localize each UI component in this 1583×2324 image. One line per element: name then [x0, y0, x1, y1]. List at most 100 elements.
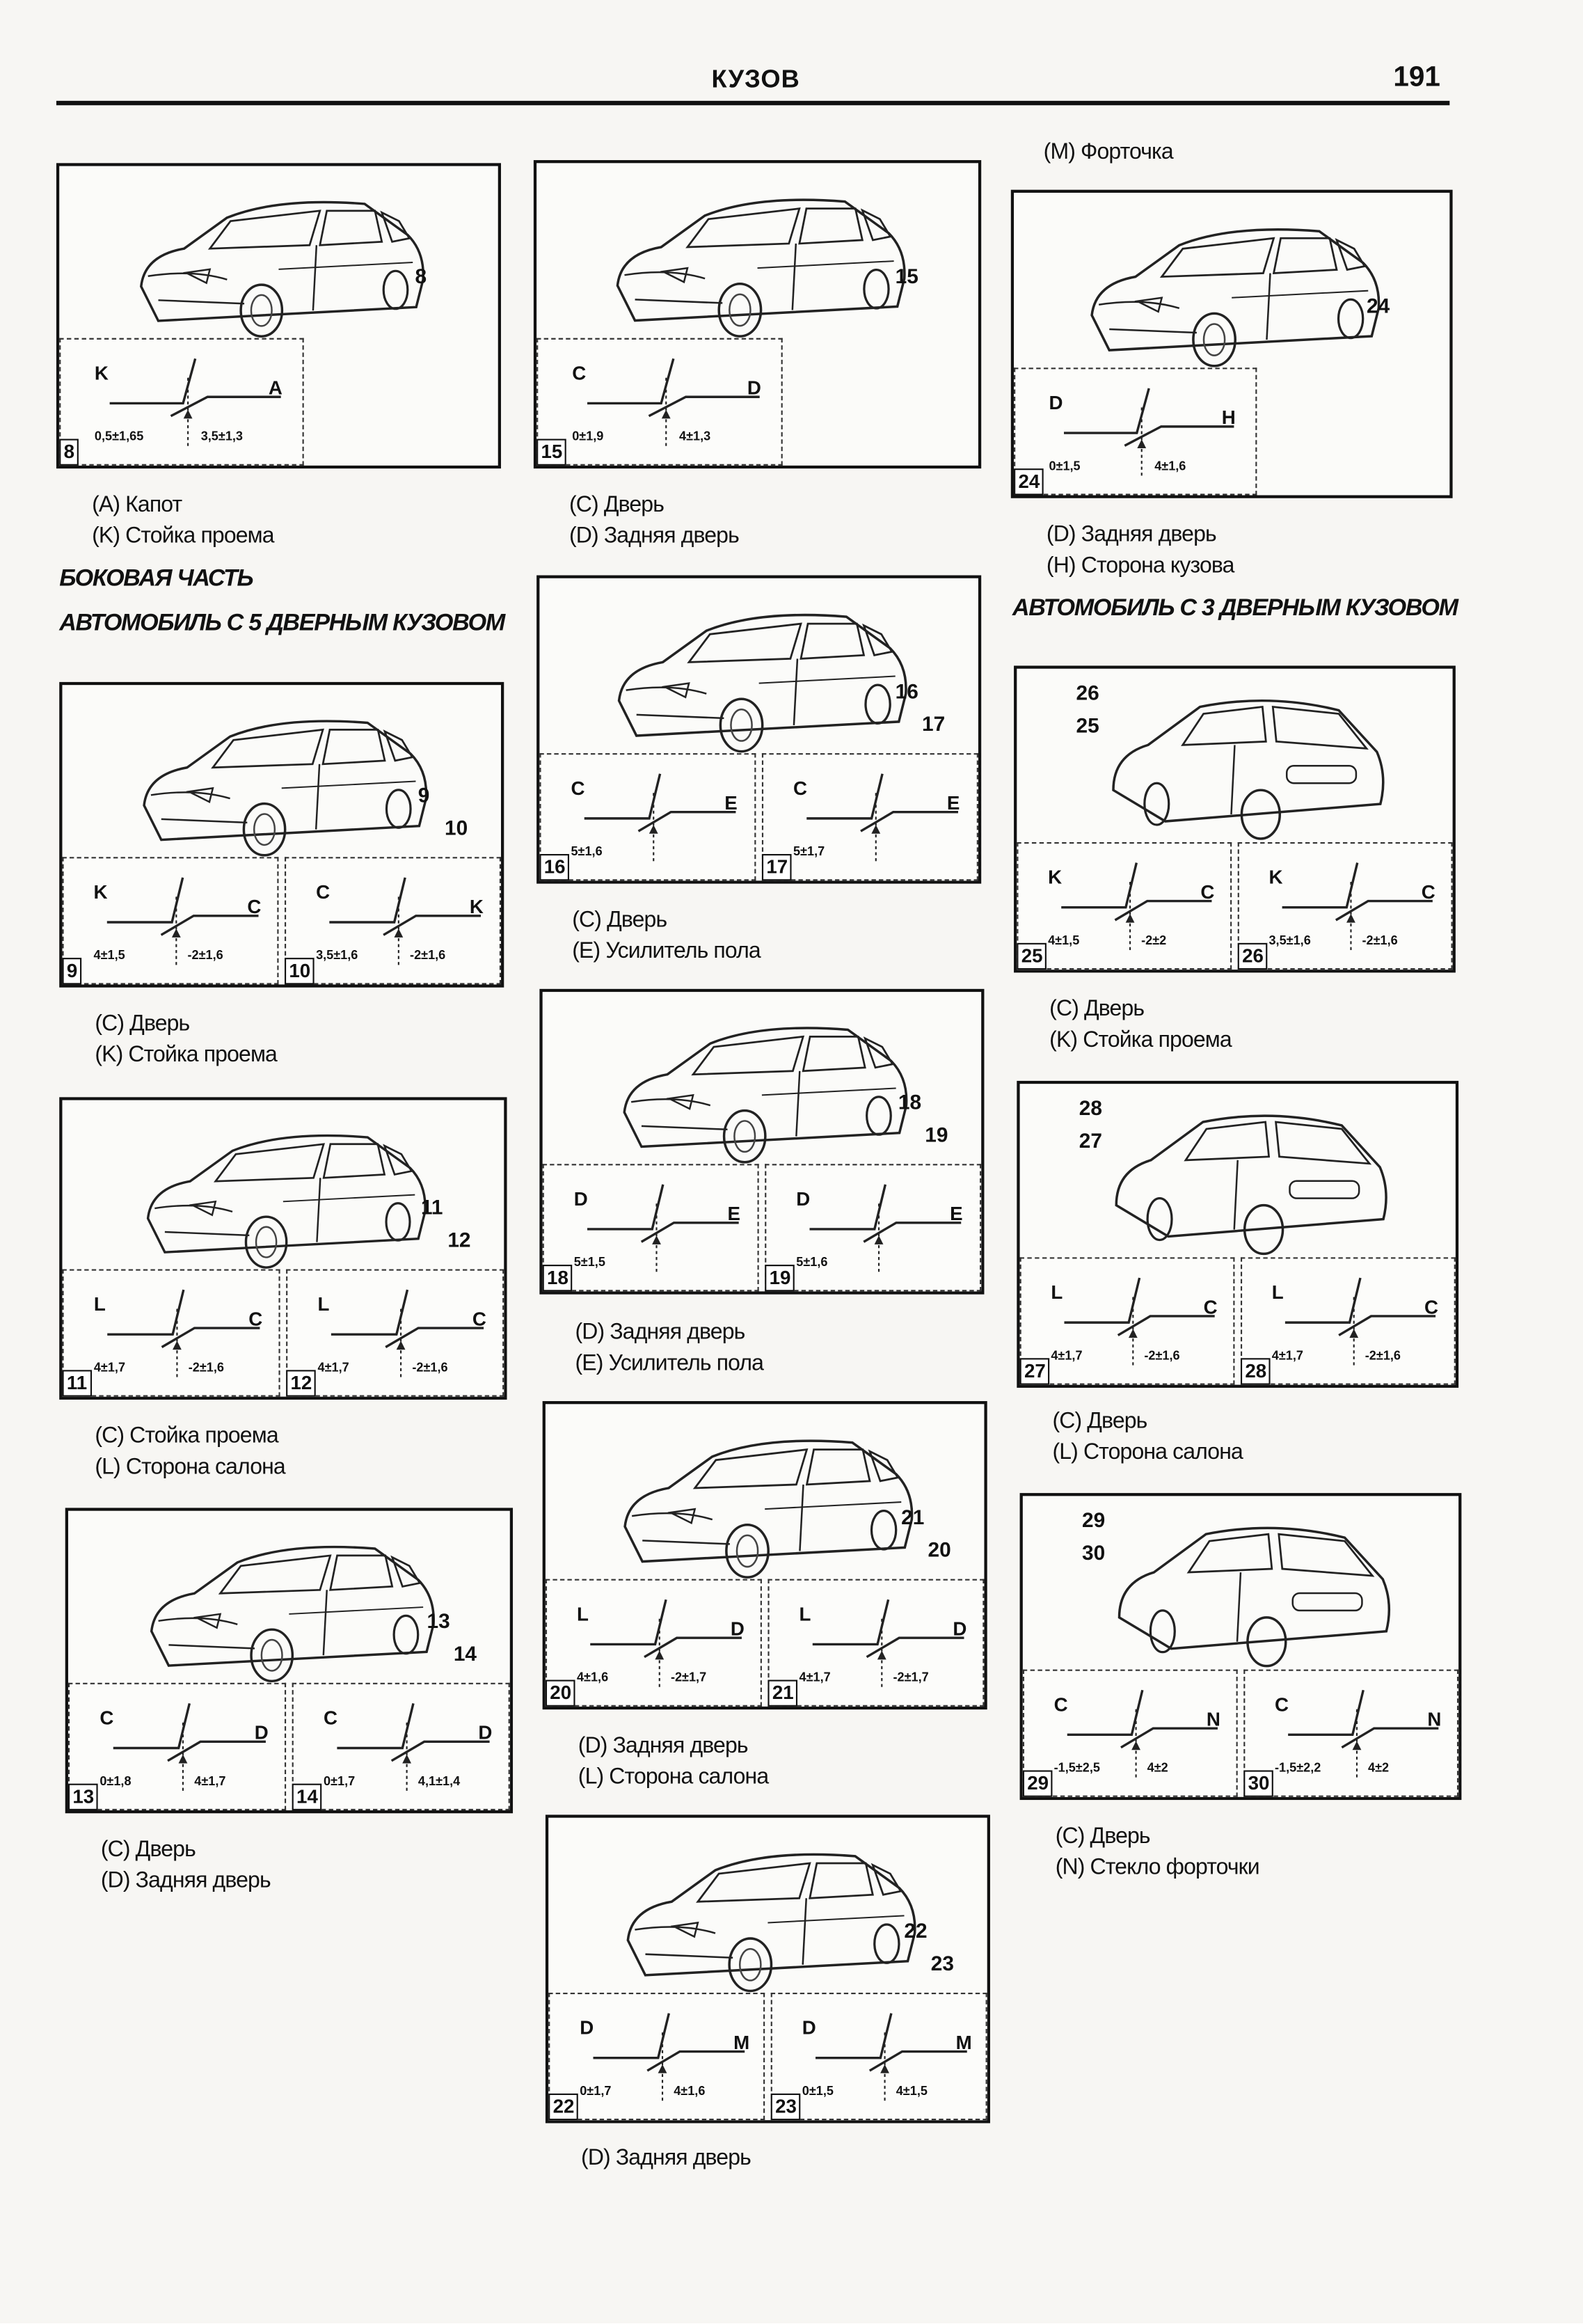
- detail-part-label: A: [268, 377, 283, 400]
- dimension-tolerance: -2±1,6: [412, 1360, 448, 1375]
- detail-part-label: D: [580, 2016, 594, 2039]
- callout-number: 12: [447, 1227, 471, 1251]
- detail-part-label: C: [247, 896, 262, 918]
- caption-line: (L) Сторона салона: [578, 1764, 769, 1790]
- callout-number: 25: [1076, 713, 1099, 737]
- caption-line: (C) Дверь: [1052, 1408, 1147, 1434]
- detail-part-label: D: [478, 1721, 493, 1744]
- car-front-view-illustration: [617, 613, 907, 753]
- detail-part-label: L: [799, 1602, 811, 1625]
- dimension-tolerance: 3,5±1,6: [316, 948, 358, 963]
- section-profile-drawing: [593, 2013, 745, 2103]
- car-front-view-illustration: [140, 200, 424, 338]
- caption-line: (K) Стойка проема: [95, 1042, 277, 1068]
- callout-number: 14: [453, 1641, 477, 1666]
- detail-part-label: D: [573, 1187, 588, 1210]
- caption-line: (D) Задняя дверь: [578, 1733, 749, 1759]
- detail-part-label: K: [94, 362, 109, 384]
- callout-number: 13: [427, 1608, 450, 1633]
- section-profile-drawing: [337, 1702, 490, 1793]
- detail-part-label: N: [1427, 1708, 1442, 1731]
- detail-part-label: D: [1049, 391, 1063, 414]
- detail-number: 29: [1022, 1770, 1053, 1797]
- caption-line: (C) Дверь: [1049, 996, 1145, 1022]
- dimension-tolerance: 4±1,7: [93, 1360, 126, 1375]
- dimension-tolerance: -1,5±2,2: [1275, 1760, 1321, 1776]
- detail-number: 16: [539, 853, 570, 881]
- detail-part-label: K: [469, 896, 484, 918]
- detail-part-label: C: [472, 1308, 486, 1331]
- detail-part-label: C: [793, 777, 807, 800]
- detail-number: 25: [1017, 942, 1047, 970]
- callout-number: 23: [930, 1951, 954, 1975]
- detail-number: 9: [62, 958, 82, 985]
- detail-number: 11: [62, 1370, 92, 1397]
- caption-line: (E) Усилитель пола: [572, 938, 761, 964]
- figure-caption: (C) Стойка проема(L) Сторона салона: [95, 1421, 285, 1483]
- detail-part-label: C: [572, 362, 587, 384]
- detail-part-label: E: [724, 791, 738, 814]
- callout-number: 15: [895, 264, 918, 288]
- callout-number: 30: [1082, 1540, 1106, 1565]
- detail-part-label: C: [1275, 1693, 1289, 1716]
- detail-number: 8: [59, 438, 79, 466]
- section-profile-drawing: [106, 877, 259, 967]
- detail-part-label: L: [93, 1293, 106, 1315]
- dimension-tolerance: 4±1,5: [93, 948, 125, 963]
- dimension-tolerance: 4,1±1,4: [417, 1773, 461, 1789]
- dimension-tolerance: 4±1,5: [896, 2083, 928, 2099]
- figure-caption: (D) Задняя дверь (L) Сторона салона: [578, 1730, 769, 1792]
- caption-line: (N) Стекло форточки: [1055, 1854, 1260, 1881]
- caption-line: (E) Усилитель пола: [575, 1350, 764, 1376]
- section-profile-drawing: [1064, 1277, 1215, 1368]
- detail-part-label: E: [946, 791, 960, 814]
- detail-part-label: E: [727, 1202, 741, 1225]
- dimension-tolerance: 0±1,8: [100, 1773, 132, 1789]
- dimension-tolerance: 0±1,9: [572, 429, 604, 444]
- dimension-tolerance: -1,5±2,5: [1053, 1760, 1100, 1776]
- section-profile-drawing: [1288, 1689, 1439, 1780]
- detail-number: 14: [292, 1783, 323, 1810]
- section-profile-drawing: [113, 1702, 266, 1793]
- section-profile-drawing: [107, 1289, 260, 1380]
- detail-part-label: D: [796, 1187, 811, 1210]
- car-rear-view-illustration: [1115, 1114, 1387, 1256]
- dimension-tolerance: -2±1,6: [187, 948, 223, 963]
- car-rear-view-illustration: [1112, 699, 1385, 840]
- section-profile-drawing: [587, 1184, 739, 1274]
- callout-number: 27: [1079, 1128, 1102, 1153]
- detail-part-label: L: [317, 1293, 330, 1315]
- detail-part-label: C: [324, 1707, 338, 1730]
- caption-line: (D) Задняя дверь: [100, 1868, 271, 1894]
- dimension-tolerance: -2±1,6: [1362, 933, 1398, 949]
- callout-number: 10: [445, 815, 468, 839]
- dimension-tolerance: -2±1,6: [188, 1360, 224, 1375]
- detail-part-label: D: [747, 377, 761, 400]
- dimension-tolerance: 4±1,6: [1154, 459, 1186, 474]
- dimension-tolerance: 0±1,5: [1049, 459, 1081, 474]
- car-front-view-illustration: [143, 720, 428, 857]
- page-number: 191: [1393, 62, 1440, 94]
- car-front-view-illustration: [146, 1134, 427, 1269]
- car-front-view-illustration: [623, 1439, 914, 1579]
- caption-line: (C) Дверь: [568, 492, 665, 518]
- detail-part-label: C: [571, 777, 585, 800]
- dimension-tolerance: 5±1,7: [793, 844, 825, 860]
- caption-line: (H) Сторона кузова: [1046, 553, 1234, 578]
- figure-caption: (C) Дверь(L) Сторона салона: [1052, 1405, 1243, 1467]
- callout-number: 22: [904, 1918, 928, 1943]
- section-profile-drawing: [1064, 388, 1234, 478]
